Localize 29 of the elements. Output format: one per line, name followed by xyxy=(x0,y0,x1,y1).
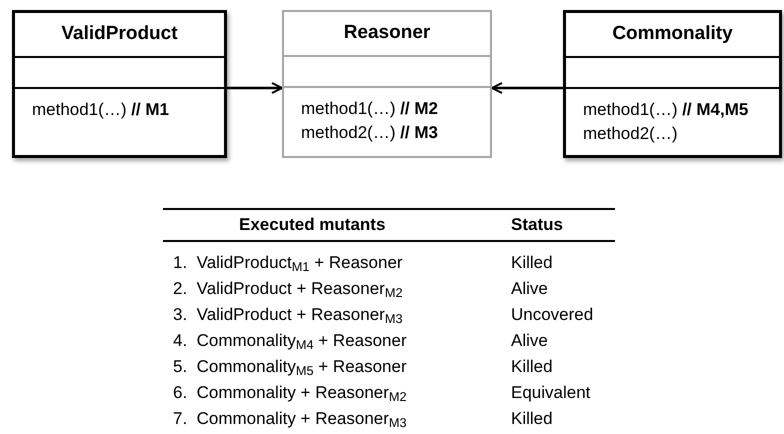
column-header: Status xyxy=(511,214,563,236)
table-cell: Killed xyxy=(511,252,553,274)
table-cell: Equivalent xyxy=(511,382,590,404)
table-cell-text: 3. ValidProduct + Reasoner$_{M3}$ xyxy=(173,304,404,326)
table-cell: Killed xyxy=(511,356,553,378)
class-box xyxy=(12,10,227,158)
table-cell: Alive xyxy=(511,330,548,352)
class-box xyxy=(282,10,492,158)
table-cell-text: 7. Commonality + Reasoner$_{M3}$ xyxy=(173,408,408,430)
method-signature: method2(…) xyxy=(583,123,678,145)
table-cell-text: 2. ValidProduct + Reasoner$_{M2}$ xyxy=(173,278,404,300)
table-cell-text: 5. Commonality$_{M5}$ + Reasoner xyxy=(173,356,408,378)
class-name: Commonality xyxy=(612,22,733,46)
class-name: ValidProduct xyxy=(61,22,178,46)
table-cell-text: 4. Commonality$_{M4}$ + Reasoner xyxy=(173,330,408,352)
table-cell: Uncovered xyxy=(511,304,594,326)
method-signature: method1(…) // M1 xyxy=(32,99,169,121)
class-box xyxy=(563,10,782,158)
table-cell-text: 6. Commonality + Reasoner$_{M2}$ xyxy=(173,382,408,404)
method-signature: method1(…) // M4,M5 xyxy=(583,99,748,121)
method-signature: method1(…) // M2 xyxy=(301,98,438,120)
table-cell: Killed xyxy=(511,408,553,430)
arrow xyxy=(227,82,283,94)
table-cell: Alive xyxy=(511,278,548,300)
method-signature: method2(…) // M3 xyxy=(301,122,438,144)
table-cell-text: 1. ValidProduct$_{M1}$ + Reasoner xyxy=(173,252,404,274)
class-name: Reasoner xyxy=(344,21,430,46)
column-header: Executed mutants xyxy=(239,214,386,236)
arrow xyxy=(491,82,563,94)
